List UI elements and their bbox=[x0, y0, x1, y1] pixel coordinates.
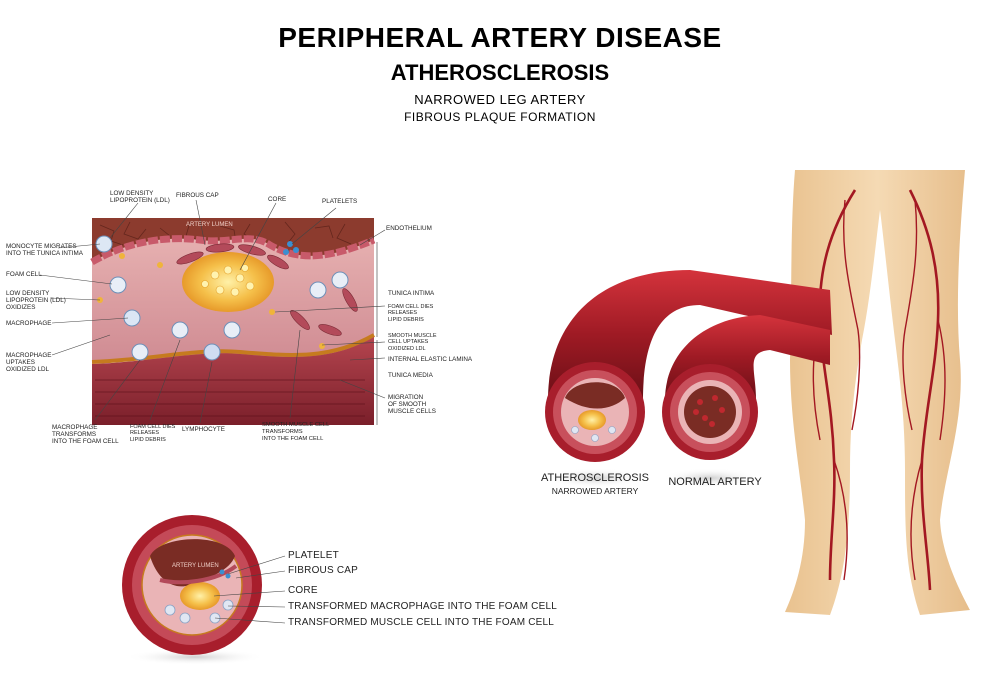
detail-wall-section bbox=[90, 218, 378, 425]
legs-illustration bbox=[785, 170, 970, 615]
label-foam-cell: FOAM CELL bbox=[6, 271, 42, 278]
subtitle-line-2: FIBROUS PLAQUE FORMATION bbox=[404, 110, 596, 124]
athero-caption: ATHEROSCLEROSIS NARROWED ARTERY bbox=[535, 472, 655, 496]
page-subtitle: ATHEROSCLEROSIS bbox=[390, 60, 610, 85]
page-title: PERIPHERAL ARTERY DISEASE bbox=[278, 22, 722, 53]
cross-lumen-label: ARTERY LUMEN bbox=[172, 563, 219, 569]
label-lymphocyte: LYMPHOCYTE bbox=[182, 426, 225, 433]
detail-lumen-label: ARTERY LUMEN bbox=[186, 222, 233, 228]
artery-tubes bbox=[545, 270, 832, 488]
label-tunica-media: TUNICA MEDIA bbox=[388, 372, 433, 379]
label-platelets: PLATELETS bbox=[322, 198, 358, 205]
cross-label-muscle-foam: TRANSFORMED MUSCLE CELL INTO THE FOAM CE… bbox=[288, 617, 555, 628]
label-tunica-intima: TUNICA INTIMA bbox=[388, 290, 435, 297]
athero-subtitle: NARROWED ARTERY bbox=[551, 486, 639, 496]
cross-section bbox=[122, 515, 265, 665]
label-macrophage: MACROPHAGE bbox=[6, 320, 52, 327]
label-endothelium: ENDOTHELIUM bbox=[386, 225, 432, 232]
athero-title: ATHEROSCLEROSIS bbox=[541, 472, 649, 484]
subtitle-line-1: NARROWED LEG ARTERY bbox=[414, 92, 586, 107]
label-core: CORE bbox=[268, 196, 287, 203]
cross-label-macrophage-foam: TRANSFORMED MACROPHAGE INTO THE FOAM CEL… bbox=[288, 601, 557, 612]
cross-leader-lines bbox=[213, 555, 286, 624]
cross-label-core: CORE bbox=[288, 585, 318, 596]
label-fibrous-cap: FIBROUS CAP bbox=[176, 192, 219, 199]
label-internal-elastic-lamina: INTERNAL ELASTIC LAMINA bbox=[388, 356, 473, 363]
cross-label-fibrous-cap: FIBROUS CAP bbox=[288, 565, 358, 576]
normal-artery-caption: NORMAL ARTERY bbox=[668, 476, 762, 488]
cross-label-platelet: PLATELET bbox=[288, 550, 339, 561]
detail-leader-lines bbox=[39, 199, 386, 424]
